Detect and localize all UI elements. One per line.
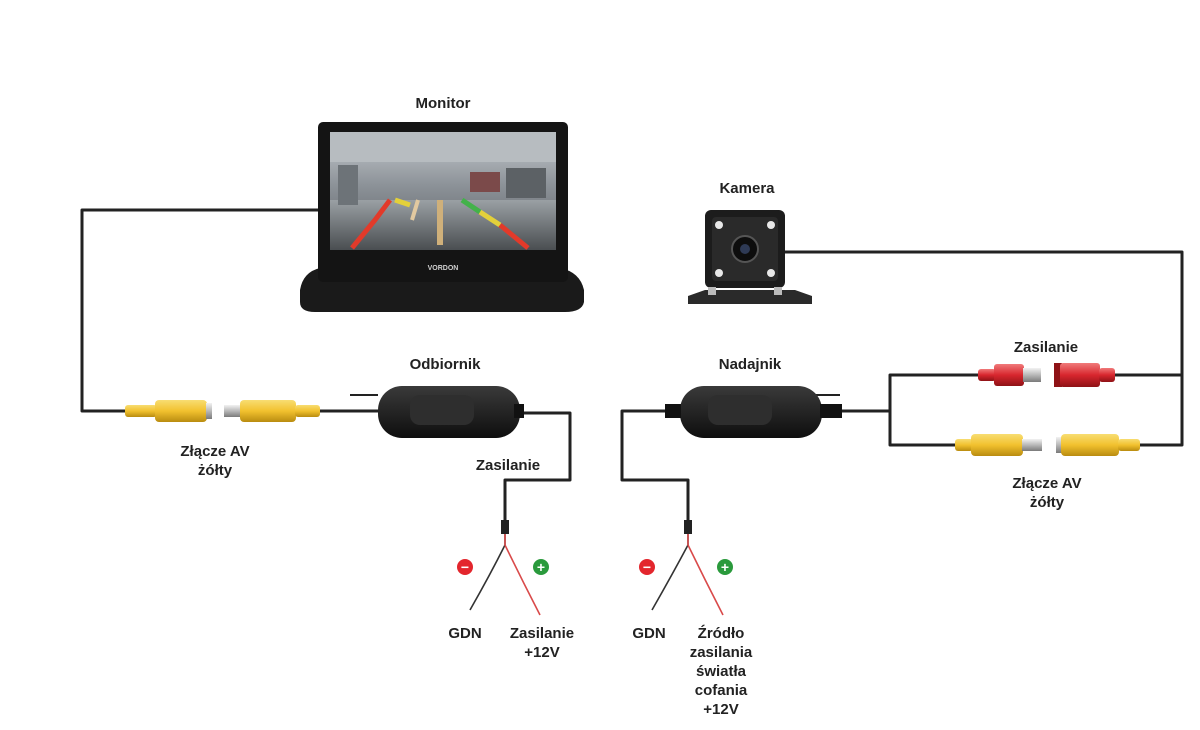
av-connector-right-male [955, 434, 1042, 456]
label-power-receiver: Zasilanie [475, 457, 541, 474]
plus-badge-left: + [533, 559, 549, 575]
wire-camera [785, 250, 1184, 377]
wire-receiver-power [503, 411, 572, 528]
label-transmitter: Nadajnik [718, 356, 782, 373]
plus-badge-right: + [717, 559, 733, 575]
monitor-brand: VORDON [428, 265, 459, 272]
power-connector-right-female [1054, 363, 1115, 387]
svg-text:+: + [721, 559, 729, 575]
label-gdn-left: GDN [448, 625, 482, 642]
av-connector-left-male [224, 400, 320, 422]
label-camera: Kamera [719, 180, 775, 197]
wire-av-bottom [888, 411, 955, 447]
camera-bracket [688, 290, 812, 304]
transmitter-box [665, 386, 842, 438]
av-connector-left-female [125, 400, 212, 422]
svg-text:+: + [537, 559, 545, 575]
wire-monitor-av [80, 208, 322, 413]
wire-power-top [888, 373, 978, 411]
minus-badge-right: − [639, 559, 655, 575]
label-receiver: Odbiornik [409, 356, 481, 373]
receiver-box [378, 386, 524, 438]
svg-text:−: − [643, 559, 651, 575]
camera-device [688, 210, 812, 304]
label-monitor: Monitor [415, 95, 471, 112]
minus-badge-left: − [457, 559, 473, 575]
label-gdn-right: GDN [632, 625, 666, 642]
svg-text:−: − [461, 559, 469, 575]
av-connector-right-female [1056, 434, 1140, 456]
wire-camera-av [1140, 330, 1184, 447]
wire-transmitter-power [620, 409, 690, 528]
label-supply-left: Zasilanie+12V [509, 625, 575, 661]
power-connector-right-male [978, 364, 1041, 386]
wires [80, 208, 1184, 528]
monitor-device: VORDON [300, 122, 584, 312]
label-power-top-right: Zasilanie [1013, 339, 1079, 356]
split-wires [469, 520, 724, 616]
